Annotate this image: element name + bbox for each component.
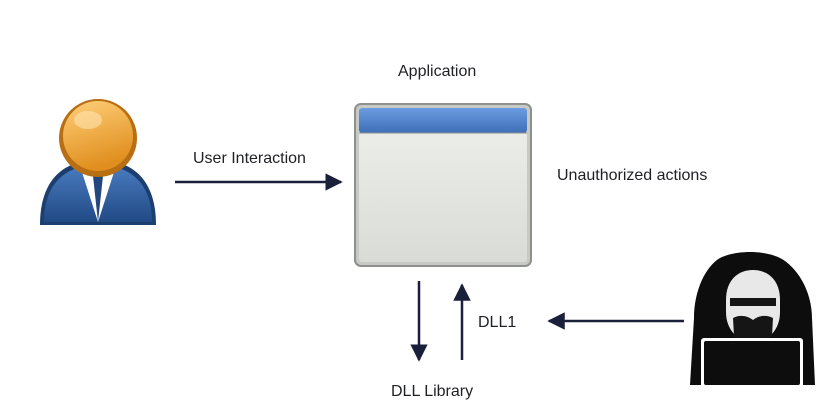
user-icon	[40, 99, 156, 225]
application-label: Application	[398, 63, 477, 80]
hooded-attacker-icon	[690, 252, 815, 388]
application-window-icon	[354, 103, 532, 267]
unauthorized-actions-label: Unauthorized actions	[557, 167, 708, 184]
dll-library-label: DLL Library	[391, 383, 474, 400]
dll1-label: DLL1	[478, 314, 517, 331]
user-interaction-label: User Interaction	[193, 150, 306, 167]
